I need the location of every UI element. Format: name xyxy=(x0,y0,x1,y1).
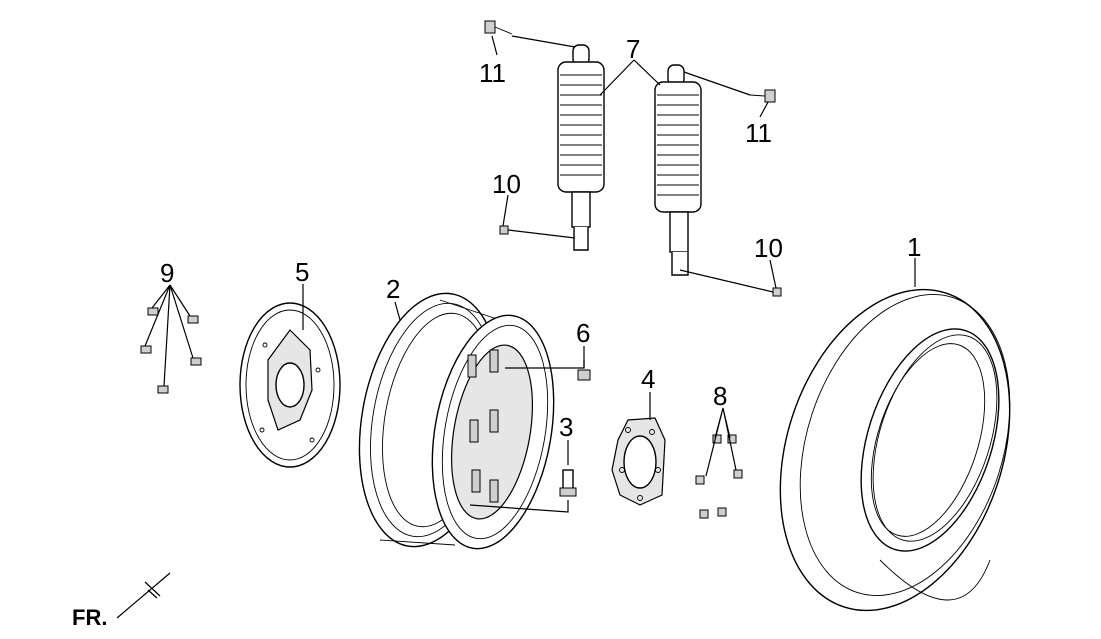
valve[interactable] xyxy=(469,469,577,513)
callout-8: 8 xyxy=(713,381,727,411)
callout-10-left: 10 xyxy=(492,169,521,199)
upper-bolt-left[interactable] xyxy=(484,20,576,48)
callout-10-right: 10 xyxy=(754,233,783,263)
leader-lines xyxy=(144,35,916,477)
callout-1: 1 xyxy=(907,232,921,262)
hub-bolts[interactable] xyxy=(695,434,743,519)
orientation-label: FR. xyxy=(72,605,107,630)
rim[interactable] xyxy=(341,282,571,558)
brake-disc[interactable] xyxy=(239,302,341,468)
hub-plate[interactable] xyxy=(611,417,666,506)
tire[interactable] xyxy=(741,260,1048,639)
shock-absorber-left[interactable] xyxy=(557,44,605,251)
callout-5: 5 xyxy=(295,257,309,287)
shock-absorber-right[interactable] xyxy=(654,64,702,276)
callout-9: 9 xyxy=(160,258,174,288)
callout-11-left: 11 xyxy=(479,58,506,88)
callout-2: 2 xyxy=(386,274,400,304)
disc-bolts[interactable] xyxy=(140,307,202,394)
lower-bolt-right[interactable] xyxy=(679,269,782,297)
callout-4: 4 xyxy=(641,364,655,394)
callout-3: 3 xyxy=(559,412,573,442)
direction-arrow-icon xyxy=(116,572,171,619)
callouts: 1 2 3 4 5 6 7 8 9 10 10 11 11 xyxy=(160,34,921,442)
callout-11-right: 11 xyxy=(745,118,772,148)
callout-6: 6 xyxy=(576,318,590,348)
callout-7: 7 xyxy=(626,34,640,64)
front-direction-indicator: FR. xyxy=(72,572,171,630)
lower-bolt-left[interactable] xyxy=(499,225,576,239)
upper-bolt-right[interactable] xyxy=(683,71,776,103)
